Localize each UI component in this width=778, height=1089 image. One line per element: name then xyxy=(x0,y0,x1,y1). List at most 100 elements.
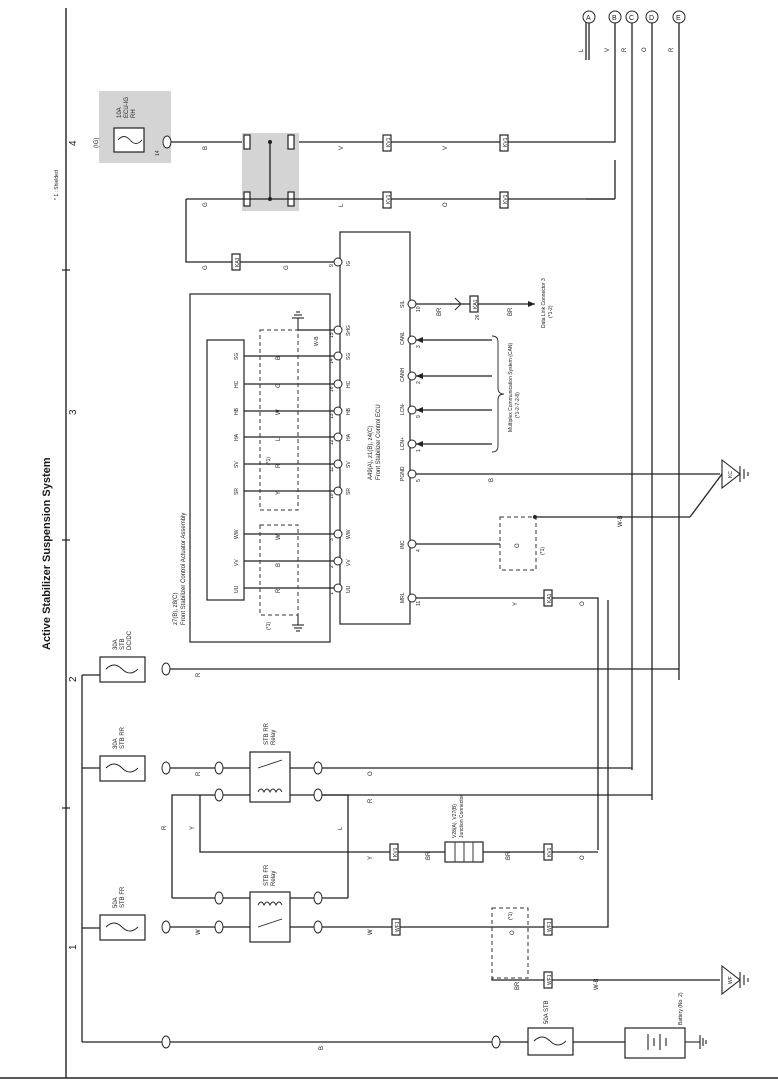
svg-text:UU: UU xyxy=(234,585,240,593)
wire-y-cross xyxy=(199,795,390,853)
igct-source: (IG) xyxy=(94,138,100,148)
wire-label-y: Y xyxy=(368,856,374,860)
shield-note: (*1) xyxy=(266,457,272,465)
bus-conn xyxy=(491,1035,501,1049)
offpage-ref-a: A L xyxy=(579,10,596,60)
shield-box-fr xyxy=(491,907,529,979)
offpage-ref-d: D O xyxy=(642,10,659,800)
svg-text:UU: UU xyxy=(346,585,352,593)
wire-label-wb: W-B xyxy=(594,978,600,990)
svg-text:MRL: MRL xyxy=(400,592,406,603)
shield-box-top xyxy=(259,329,299,511)
wire-label-o: O xyxy=(580,855,586,860)
wire-shield-gnd xyxy=(491,978,544,981)
svg-text:5: 5 xyxy=(416,479,422,482)
shield-box-bottom xyxy=(259,524,299,616)
ecu-pin-label: IG xyxy=(346,261,352,266)
svg-text:3: 3 xyxy=(416,345,422,348)
splice-dot xyxy=(268,140,272,144)
relay-label: STB RR xyxy=(264,722,270,745)
svg-text:2: 2 xyxy=(416,381,422,384)
fuse-label: 30A xyxy=(113,738,119,749)
wire-color: G xyxy=(276,383,282,388)
conn-ka1-mrl xyxy=(543,589,553,607)
shield-ground-icon xyxy=(292,311,304,330)
data-link-page: (*1-2) xyxy=(548,305,554,318)
ecu-pin: WW3 xyxy=(329,529,352,541)
shield-box-inc xyxy=(499,516,537,571)
conn-label: KA1 xyxy=(547,593,553,603)
conn-label: KV1 xyxy=(386,194,392,204)
svg-text:WF: WF xyxy=(728,976,734,984)
shield-mark: (*1) xyxy=(508,912,514,920)
conn-label: KV1 xyxy=(547,847,553,857)
svg-text:SV: SV xyxy=(234,461,240,468)
igct-fuse-symbol xyxy=(117,136,143,144)
conn-label: KV1 xyxy=(503,137,509,147)
wire-color: W xyxy=(276,409,282,415)
svg-text:1: 1 xyxy=(329,592,335,595)
svg-text:VV: VV xyxy=(234,559,240,566)
column-number-1: 1 xyxy=(68,944,79,950)
wire-label-o: O xyxy=(510,930,516,935)
wire-label-y: Y xyxy=(513,602,519,606)
wire-label-o: O xyxy=(368,771,374,776)
conn-pin: 26 xyxy=(475,314,481,320)
conn-kv1-top4 xyxy=(499,191,509,209)
conn-label: WF1 xyxy=(547,974,553,985)
svg-text:1: 1 xyxy=(416,449,422,452)
connector-pin xyxy=(162,135,172,149)
ecu-code: A49(A), z1(B), z4(C) xyxy=(368,426,374,480)
svg-text:HB: HB xyxy=(346,407,352,415)
conn-label: KV1 xyxy=(386,137,392,147)
splice-conn-2 xyxy=(287,134,295,150)
conn-kv1-top1 xyxy=(382,134,392,152)
footnote-shielded: * 1 : Shielded xyxy=(54,170,60,200)
wire-label-w: W xyxy=(368,929,374,935)
fuse-symbol xyxy=(105,763,139,773)
wire-l-cross xyxy=(322,794,349,898)
bus-conn xyxy=(161,1035,171,1049)
svg-text:PGND: PGND xyxy=(400,466,406,481)
svg-text:WW: WW xyxy=(234,529,240,539)
fuse-conn xyxy=(161,662,171,676)
wire-wb-ground xyxy=(689,473,723,518)
svg-text:D: D xyxy=(649,15,654,22)
ecu-pin: UU 1 xyxy=(329,583,352,595)
fuse-label: 50A xyxy=(113,897,119,908)
svg-text:11: 11 xyxy=(416,601,422,606)
relay-conn xyxy=(214,920,224,934)
igct-fuse-sub: RH xyxy=(131,109,137,118)
igct-fuse-rating: 10A xyxy=(117,107,123,118)
wire-label-br: BR xyxy=(437,307,443,316)
igct-pin: 14 xyxy=(155,150,161,156)
shield-label: W-B xyxy=(314,336,320,346)
svg-text:B: B xyxy=(612,15,617,22)
battery-ground-icon xyxy=(685,1035,707,1049)
wire-color: Y xyxy=(276,491,282,495)
battery-icon xyxy=(647,1034,667,1050)
conn-label: WF1 xyxy=(547,921,553,932)
junction-code: V28(A), V27(B) xyxy=(452,804,458,838)
relay-switch xyxy=(257,918,283,928)
wire-o-up xyxy=(552,600,609,928)
relay-stb-fr xyxy=(249,891,291,943)
conn-label: KA1 xyxy=(473,299,479,309)
svg-text:LCN+: LCN+ xyxy=(400,437,406,450)
shield-ground-icon xyxy=(292,615,304,632)
column-number-3: 3 xyxy=(68,409,79,415)
wire-color: B xyxy=(276,356,282,360)
svg-text:10: 10 xyxy=(329,493,335,499)
relay-conn xyxy=(214,761,224,775)
wire-label-o: O xyxy=(443,202,449,207)
ecu-pin: LCN-9 xyxy=(400,403,422,418)
arrow xyxy=(528,301,535,307)
ecu-pin: MRL 11 xyxy=(400,592,422,606)
relay-conn xyxy=(313,891,323,905)
